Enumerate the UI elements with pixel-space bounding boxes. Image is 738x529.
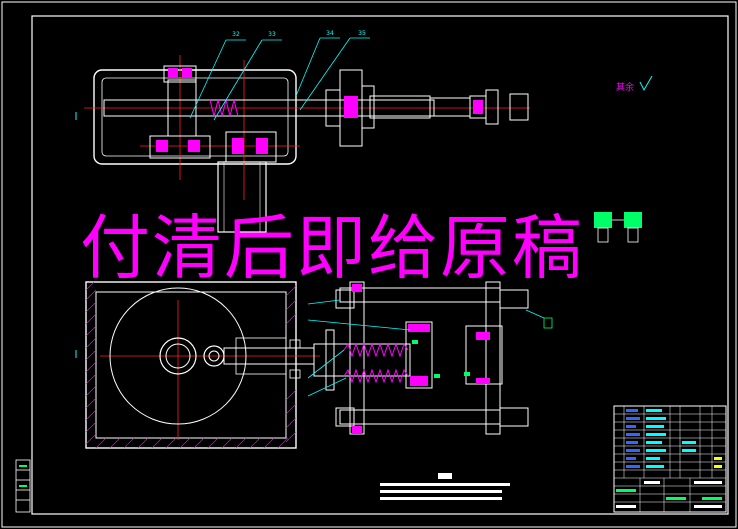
shaft-collar: [429, 97, 471, 117]
gear-cluster: [149, 79, 277, 163]
top-view-assembly: 32 33 34 35: [75, 30, 530, 233]
tank-wall-hatch: [85, 281, 297, 449]
vertical-column: [217, 161, 267, 233]
push-rod-frame: [313, 281, 529, 435]
part-number-35: 35: [358, 30, 366, 37]
part-number-33: 33: [268, 31, 276, 38]
bearing-upper: [163, 65, 197, 83]
main-shaft: [103, 99, 435, 117]
hub-inner: [165, 343, 191, 369]
shaft-spring: [209, 99, 239, 117]
part-number-34: 34: [326, 30, 334, 37]
detail-mini-views: [594, 212, 642, 243]
part-leaders: [189, 37, 370, 121]
front-view-assembly: [75, 212, 642, 449]
right-end-nut: [469, 89, 529, 125]
gearbox-housing-inner: [101, 77, 289, 157]
title-block: [613, 405, 727, 513]
tank-outer: [85, 281, 297, 449]
part-number-32: 32: [232, 31, 240, 38]
flange-disc: [325, 69, 375, 147]
green-markers: [412, 317, 553, 378]
drawing-caption-block: [380, 473, 510, 500]
gearbox-housing-outer: [93, 69, 297, 165]
shaft-extension: [369, 95, 431, 119]
front-leaders: [307, 299, 545, 397]
surface-finish-symbol: [639, 75, 653, 92]
sheet-inner-border: [31, 15, 729, 515]
surface-finish-label: 其余: [616, 81, 634, 93]
compression-springs: [343, 342, 409, 384]
surface-finish-note: 其余: [616, 75, 653, 93]
cam-disc: [109, 287, 247, 425]
left-margin-strip: [15, 459, 31, 513]
frame-hatch: [352, 284, 490, 434]
hub-outer: [159, 337, 197, 375]
